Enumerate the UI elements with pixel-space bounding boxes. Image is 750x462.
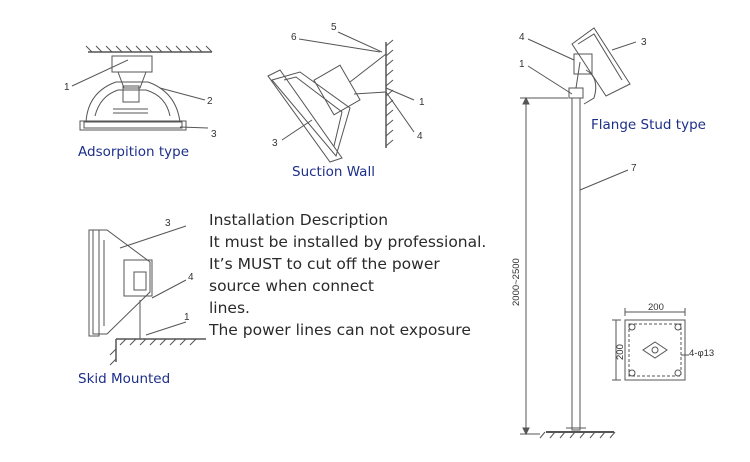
callout-number: 4 (188, 272, 194, 283)
callout-number: 7 (631, 163, 637, 174)
callout-number: 3 (211, 129, 217, 140)
flange-stud-callouts: 4 3 1 7 (519, 32, 647, 174)
adsorption-lamp-drawing (71, 45, 213, 131)
skid-mounted-callouts: 3 4 1 (165, 218, 194, 323)
adsorption-callouts: 1 2 3 (64, 82, 217, 140)
plate-width-dimension: 200 (648, 302, 664, 313)
callout-number: 1 (419, 97, 425, 108)
hole-spec-dimension: 4-φ13 (689, 348, 714, 359)
skid-mounted-lamp-drawing (88, 225, 206, 366)
pole-height-dimension: 2000~2500 (511, 258, 522, 306)
callout-number: 3 (165, 218, 171, 229)
flange-stud-pole-drawing (520, 27, 637, 439)
installation-description: Installation Description It must be inst… (209, 209, 509, 341)
description-title: Installation Description (209, 211, 389, 229)
adsorption-type-caption: Adsorpition type (78, 144, 190, 160)
skid-mounted-caption: Skid Mounted (78, 371, 171, 387)
callout-number: 6 (291, 32, 297, 43)
suction-wall-lamp-drawing (267, 31, 415, 163)
plate-height-dimension: 200 (615, 344, 626, 360)
callout-number: 4 (519, 32, 525, 43)
description-line: It must be installed by professional. (209, 233, 487, 251)
callout-number: 3 (641, 37, 647, 48)
description-line: The power lines can not exposure (209, 321, 471, 339)
callout-number: 1 (184, 312, 190, 323)
callout-number: 4 (417, 131, 423, 142)
description-line: It’s MUST to cut off the power source wh… (209, 255, 440, 317)
flange-stud-caption: Flange Stud type (591, 117, 706, 133)
callout-number: 5 (331, 22, 337, 33)
callout-number: 3 (272, 138, 278, 149)
callout-number: 2 (207, 96, 213, 107)
suction-wall-callouts: 5 6 1 3 4 (272, 22, 425, 149)
callout-number: 1 (519, 59, 525, 70)
suction-wall-caption: Suction Wall (292, 164, 375, 180)
callout-number: 1 (64, 82, 70, 93)
mounting-plate-drawing (612, 308, 689, 381)
